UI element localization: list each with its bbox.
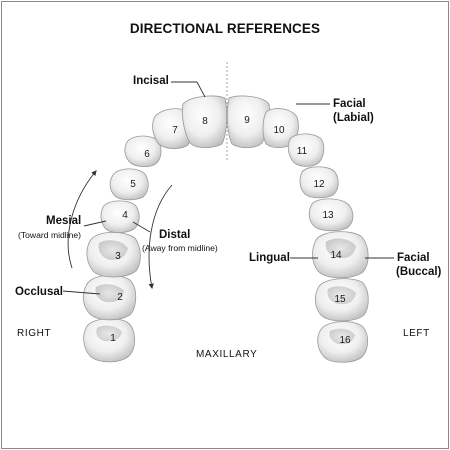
- occlusal-leader: [62, 290, 101, 295]
- tooth-number: 1: [110, 333, 116, 344]
- direction-arrows: [67, 170, 173, 290]
- tooth-number: 15: [334, 294, 346, 305]
- away-from-midline-label: (Away from midline): [142, 243, 218, 253]
- teeth-group: 1 2 3 4 5 6 7: [82, 95, 369, 363]
- tooth-13[interactable]: 13: [308, 198, 354, 232]
- tooth-number: 8: [202, 116, 208, 127]
- tooth-number: 4: [122, 210, 128, 221]
- tooth-number: 6: [144, 149, 150, 160]
- mesial-label: Mesial: [46, 215, 82, 227]
- distal-label: Distal: [159, 229, 191, 241]
- occlusal-label: Occlusal: [15, 286, 63, 298]
- tooth-number: 10: [273, 125, 285, 136]
- tooth-14[interactable]: 14: [312, 231, 369, 279]
- tooth-number: 14: [330, 250, 342, 261]
- toward-midline-label: (Toward midline): [18, 230, 82, 240]
- tooth-7[interactable]: 7: [152, 108, 192, 149]
- tooth-number: 11: [297, 146, 308, 157]
- tooth-3[interactable]: 3: [86, 231, 141, 278]
- distal-arrow: [148, 184, 173, 290]
- left-label: LEFT: [403, 328, 430, 339]
- mesial-leader: [83, 220, 107, 227]
- leader-lines: [62, 81, 394, 295]
- distal-leader: [132, 221, 151, 233]
- incisal-leader-drop: [196, 81, 206, 98]
- tooth-11[interactable]: 11: [287, 133, 325, 167]
- tooth-15[interactable]: 15: [314, 278, 369, 322]
- buccal-label: (Buccal): [396, 266, 442, 278]
- tooth-number: 2: [117, 292, 123, 303]
- tooth-2[interactable]: 2: [82, 274, 137, 321]
- tooth-1[interactable]: 1: [83, 318, 135, 363]
- right-label: RIGHT: [17, 328, 52, 339]
- page-title: DIRECTIONAL REFERENCES: [129, 21, 321, 36]
- tooth-number: 13: [322, 210, 334, 221]
- tooth-number: 3: [115, 251, 121, 262]
- facial-label: Facial: [333, 98, 366, 110]
- tooth-number: 16: [339, 335, 351, 346]
- tooth-number: 9: [244, 115, 250, 126]
- maxillary-label: MAXILLARY: [196, 349, 258, 360]
- tooth-9[interactable]: 9: [226, 95, 270, 149]
- tooth-4[interactable]: 4: [100, 200, 140, 234]
- tooth-number: 12: [313, 179, 325, 190]
- mesial-arrow: [67, 170, 97, 269]
- labial-label: (Labial): [333, 112, 374, 124]
- incisal-label: Incisal: [133, 75, 169, 87]
- tooth-8[interactable]: 8: [182, 95, 228, 149]
- tooth-16[interactable]: 16: [317, 321, 369, 363]
- lingual-label: Lingual: [249, 252, 290, 264]
- tooth-number: 7: [172, 125, 178, 136]
- tooth-12[interactable]: 12: [299, 166, 339, 199]
- facial-label-right: Facial: [397, 252, 430, 264]
- tooth-5[interactable]: 5: [109, 168, 149, 201]
- tooth-6[interactable]: 6: [124, 135, 162, 167]
- tooth-number: 5: [130, 179, 136, 190]
